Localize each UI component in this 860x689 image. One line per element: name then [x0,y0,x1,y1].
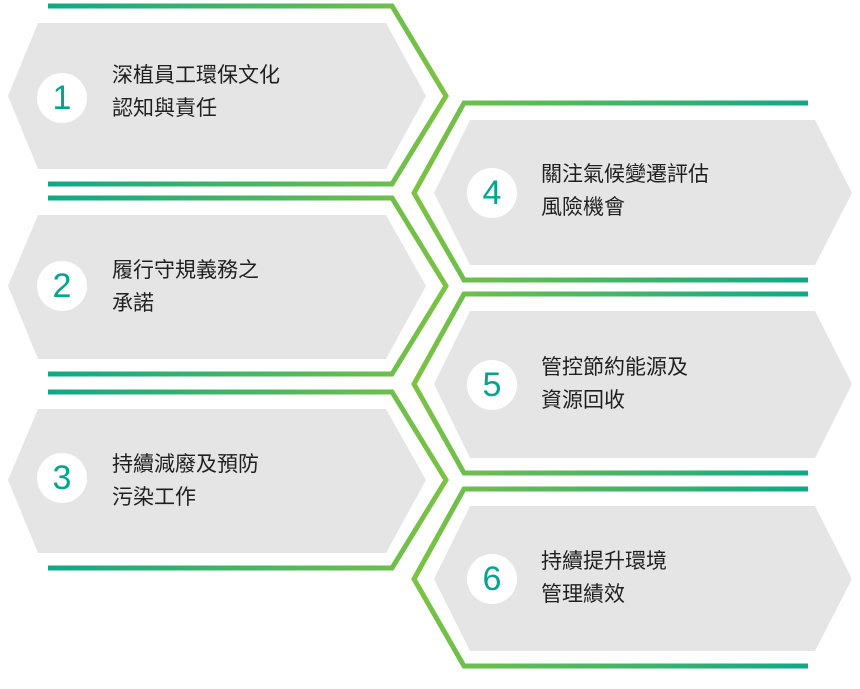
hexagon-6 [434,506,852,651]
bracket-line-1 [48,3,449,187]
step-label-4-line2: 風險機會 [541,195,625,219]
step-label-5-line2: 資源回收 [541,388,625,412]
step-label-4-line1: 關注氣候變遷評估 [541,162,709,186]
hexagon-3 [8,409,426,553]
step-number-4: 4 [467,168,517,218]
step-number-6: 6 [467,554,517,604]
bracket-line-2 [48,195,449,377]
step-label-6: 持續提升環境 管理績效 [541,545,667,611]
step-label-4: 關注氣候變遷評估 風險機會 [541,158,709,224]
step-label-5: 管控節約能源及 資源回收 [541,351,688,417]
step-label-1-line1: 深植員工環保文化 [112,63,280,87]
step-label-1: 深植員工環保文化 認知與責任 [112,59,280,125]
step-label-5-line1: 管控節約能源及 [541,355,688,379]
hexagon-2 [8,215,426,359]
step-label-1-line2: 認知與責任 [112,96,217,120]
bracket-line-3 [48,389,449,571]
step-label-3-line1: 持續減廢及預防 [112,452,259,476]
step-label-3: 持續減廢及預防 污染工作 [112,448,259,514]
hexagon-4 [434,120,852,265]
step-label-6-line1: 持續提升環境 [541,549,667,573]
step-label-2: 履行守規義務之 承諾 [112,254,259,320]
step-number-3: 3 [37,453,87,503]
step-number-1: 1 [37,73,87,123]
bracket-line-4 [411,100,808,283]
step-label-6-line2: 管理績效 [541,582,625,606]
bracket-line-5 [411,291,808,476]
step-label-2-line1: 履行守規義務之 [112,258,259,282]
bracket-line-6 [411,486,808,669]
step-number-2: 2 [37,261,87,311]
step-label-3-line2: 污染工作 [112,485,196,509]
hexagon-5 [434,311,852,458]
hexagon-1 [8,23,426,169]
step-label-2-line2: 承諾 [112,291,154,315]
step-number-5: 5 [467,360,517,410]
